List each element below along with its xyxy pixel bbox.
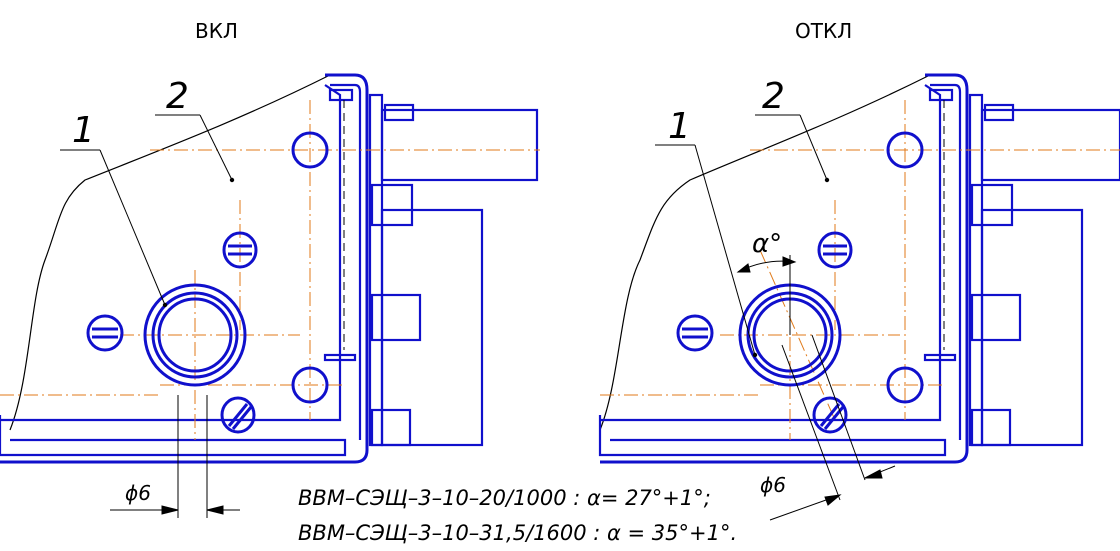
view-on-leaders [60,114,233,306]
note-line-2: ВВМ–СЭЩ–3–10–31,5/1600 : α = 35°+1°. [298,521,737,545]
view-off-angle-label: α° [752,229,782,259]
view-off-title: ОТКЛ [795,19,852,43]
view-off-frame [598,73,1120,464]
view-on-part-2-label: 2 [166,76,189,117]
view-off-centerlines [600,100,1120,440]
view-off-leader-dot-1 [752,352,758,358]
view-off-leaders [655,114,828,356]
view-on-holes [86,131,329,434]
view-off-holes [676,131,924,434]
view-on-shaft [143,283,247,387]
view-off-leader-dot-2 [824,177,830,183]
view-off-sheet-outline [599,74,955,431]
view-on-dimension [110,395,240,518]
view-on-centerlines [0,100,540,440]
view-off: ОТКЛ [598,19,1120,521]
view-on-dimension-label: ϕ6 [125,481,151,505]
view-on-frame [0,73,539,464]
view-on-part-1-label: 1 [72,110,95,151]
view-on: ВКЛ [0,19,540,518]
view-off-angle [736,255,797,335]
view-off-dimension [769,334,896,521]
view-off-dimension-label: ϕ6 [760,473,786,497]
view-off-part-2-label: 2 [762,76,785,117]
view-on-leader-dot-2 [229,177,235,183]
note-line-1: ВВМ–СЭЩ–3–10–20/1000 : α= 27°+1°; [298,486,711,510]
view-on-leader-dot-1 [162,302,168,308]
view-on-title: ВКЛ [195,19,238,43]
view-off-part-1-label: 1 [668,106,691,147]
view-on-sheet-outline [9,74,355,431]
